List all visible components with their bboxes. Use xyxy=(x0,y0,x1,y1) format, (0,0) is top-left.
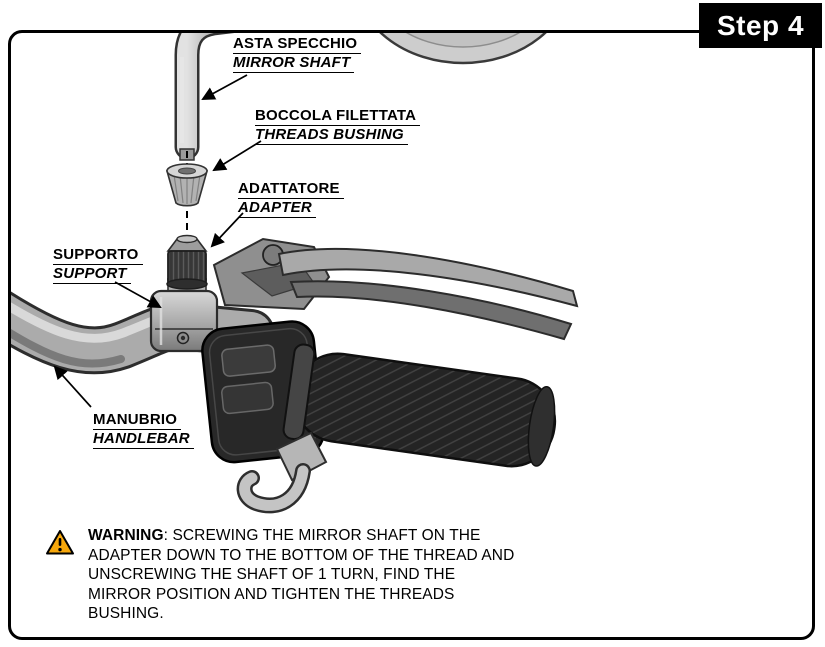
cable-hook xyxy=(236,431,328,514)
label-threads-bushing: BOCCOLA FILETTATA THREADS BUSHING xyxy=(255,107,421,145)
label-support-en: SUPPORT xyxy=(53,265,131,284)
label-support-it: SUPPORTO xyxy=(53,246,143,265)
label-mirror-shaft: ASTA SPECCHIO MIRROR SHAFT xyxy=(233,35,362,73)
warning-line: ADAPTER DOWN TO THE BOTTOM OF THE THREAD… xyxy=(88,546,515,564)
warning-title: WARNING xyxy=(88,527,164,544)
label-handlebar-it: MANUBRIO xyxy=(93,411,182,430)
threads-bushing-part xyxy=(165,163,209,207)
label-threads-bushing-en: THREADS BUSHING xyxy=(255,126,408,145)
leader-handlebar xyxy=(53,365,92,408)
step-badge: Step 4 xyxy=(699,3,822,48)
warning-line-rest: : SCREWING THE MIRROR SHAFT ON THE xyxy=(163,527,481,544)
label-handlebar-en: HANDLEBAR xyxy=(93,430,194,449)
label-handlebar: MANUBRIO HANDLEBAR xyxy=(93,411,194,449)
mirror-body xyxy=(379,33,547,65)
label-adapter-it: ADATTATORE xyxy=(238,180,344,199)
warning-text: WARNING: SCREWING THE MIRROR SHAFT ON TH… xyxy=(88,526,514,624)
switch-button-lower xyxy=(221,381,274,415)
brake-lever xyxy=(277,247,579,341)
label-support: SUPPORTO SUPPORT xyxy=(53,246,143,284)
label-mirror-shaft-it: ASTA SPECCHIO xyxy=(233,35,362,54)
warning-note: WARNING: SCREWING THE MIRROR SHAFT ON TH… xyxy=(45,526,514,624)
leader-threads-bushing xyxy=(212,140,262,172)
leader-support xyxy=(114,281,162,308)
warning-line: UNSCREWING THE SHAFT OF 1 TURN, FIND THE xyxy=(88,566,456,583)
label-adapter-en: ADAPTER xyxy=(238,199,316,218)
grip-part xyxy=(282,343,557,468)
switch-button-upper xyxy=(221,344,276,377)
leader-adapter xyxy=(210,212,244,248)
label-adapter: ADATTATORE ADAPTER xyxy=(238,180,344,218)
label-mirror-shaft-en: MIRROR SHAFT xyxy=(233,54,355,73)
label-threads-bushing-it: BOCCOLA FILETTATA xyxy=(255,107,421,126)
leader-arrows xyxy=(53,74,262,408)
adapter-part xyxy=(166,234,208,290)
warning-line: MIRROR POSITION AND TIGHTEN THE THREADS xyxy=(88,585,455,603)
handlebar-assembly-illustration xyxy=(11,33,579,514)
warning-icon xyxy=(46,530,74,555)
instruction-frame: ASTA SPECCHIO MIRROR SHAFT BOCCOLA FILET… xyxy=(8,30,815,640)
warning-line: WARNING: SCREWING THE MIRROR SHAFT ON TH… xyxy=(88,526,514,546)
warning-line: BUSHING. xyxy=(88,605,164,622)
leader-mirror-shaft xyxy=(201,74,248,100)
